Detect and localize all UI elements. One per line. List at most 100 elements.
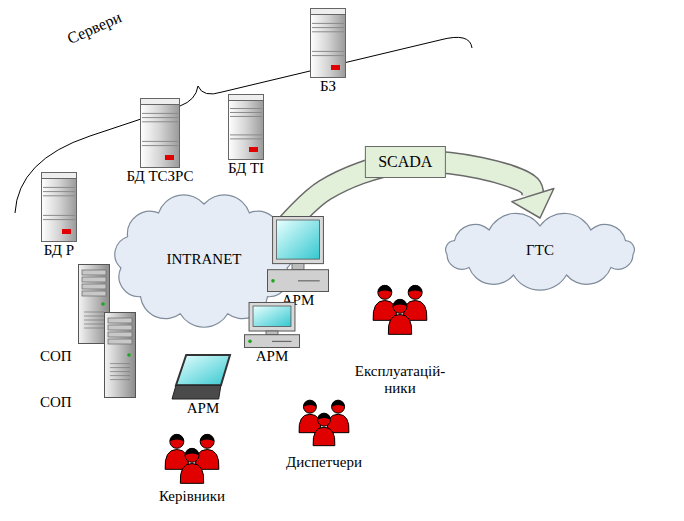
node-caption: Керівники [150,488,234,505]
drive-bay [108,318,132,323]
server-top [229,95,264,101]
person-head [303,400,316,413]
drive-bay [82,284,106,289]
workstation-symbol [267,216,329,292]
network-cloud: ГТС [432,214,648,288]
server-led [249,147,258,152]
vent-line [110,367,130,368]
laptop-screen [176,355,230,385]
drive-slot [272,341,292,342]
monitor-frame [249,303,295,332]
network-label: INTRANET [167,251,242,268]
person-hair [170,434,184,441]
node-caption: СОП [40,394,138,411]
user-group: Диспетчери [282,398,366,471]
server-groove [312,51,344,52]
server-groove [43,215,75,216]
vent-line [110,363,130,364]
node-caption: АРМ [240,348,304,365]
workstation-symbol [244,302,300,348]
cloud-shape [446,213,635,290]
node-caption: АРМ [172,400,234,417]
workstation: АРМ [240,302,304,365]
person-head [393,299,407,313]
power-led [271,279,275,283]
power-led [248,340,252,344]
server-top [42,173,77,179]
person-head [170,434,184,448]
person-head [318,413,331,426]
server-groove [230,138,262,139]
power-led [101,302,105,306]
drive-bay [108,339,132,344]
laptop: АРМ [172,354,234,417]
server-icon: БД Р [26,172,92,259]
user-group-symbol [368,283,432,339]
node-caption: БД ТСЗРС [118,168,202,185]
network-label: ГТС [526,242,554,259]
laptop-base [172,385,221,399]
drive-bay [108,325,132,330]
server-icon-symbol [140,98,180,168]
person-hair [332,400,345,407]
laptop-symbol [175,354,231,400]
workstation: АРМ [262,216,334,309]
server-groove [142,113,178,114]
server-body [229,95,264,160]
drive-bay [82,270,106,275]
monitor-screen [253,306,291,327]
server-groove [142,145,178,146]
monitor-frame [273,217,324,264]
person-body [313,427,335,445]
power-led [127,353,131,357]
server-led [331,65,340,70]
drive-bay [108,332,132,337]
node-caption: СОП [40,348,114,365]
drive-slot [298,280,320,281]
tower-body [105,313,136,398]
group-label: Сервери [65,8,124,48]
node-caption: Диспетчери [282,454,366,471]
server-top [141,99,180,105]
server-top [311,9,346,15]
vent-line [84,312,104,313]
person-body [388,315,412,335]
vent-line [110,375,130,376]
server-icon-symbol [228,94,264,160]
vent-line [110,371,130,372]
node-caption: БЗ [300,78,356,95]
person-hair [378,285,392,292]
person-hair [303,400,316,407]
monitor-stand [266,331,278,335]
user-group: Керівники [150,432,234,505]
server-groove [43,219,75,220]
person-head [185,448,199,462]
server-icon: БД ТСЗРС [118,98,202,185]
server-icon-symbol [41,172,77,242]
user-group-symbol [160,432,224,488]
server-icon-symbol [310,8,346,78]
vent-line [110,379,130,380]
server-led [62,229,71,234]
person-head [332,400,345,413]
user-group: Експлуатацій- ники [345,283,455,398]
drive-bay [82,277,106,282]
vent-line [84,328,104,329]
monitor-stand [292,264,304,270]
system-unit [245,335,300,348]
server-groove [142,117,178,118]
server-body [141,99,180,168]
tower-server: СОП [40,312,138,411]
tower-server: СОП [40,264,114,365]
person-hair [185,448,199,455]
server-groove [312,23,344,24]
server-groove [312,27,344,28]
server-body [311,9,346,78]
person-hair [408,285,422,292]
server-groove [230,112,262,113]
server-groove [43,191,75,192]
server-groove [312,55,344,56]
person-hair [393,299,407,306]
server-groove [230,108,262,109]
vent-line [84,324,104,325]
